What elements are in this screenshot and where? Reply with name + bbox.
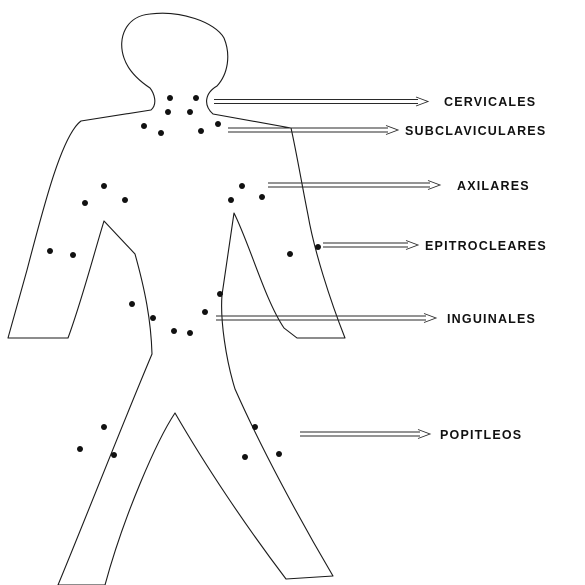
node-dot bbox=[315, 244, 321, 250]
node-dot bbox=[101, 424, 107, 430]
node-dot bbox=[129, 301, 135, 307]
label-subclaviculares: SUBCLAVICULARES bbox=[405, 124, 546, 138]
node-dot bbox=[171, 328, 177, 334]
node-dot bbox=[202, 309, 208, 315]
node-dot bbox=[193, 95, 199, 101]
inguinales-arrow bbox=[216, 314, 436, 323]
arrows bbox=[214, 97, 440, 439]
node-dot bbox=[217, 291, 223, 297]
node-dot bbox=[111, 452, 117, 458]
cervicales-arrow bbox=[214, 97, 428, 106]
node-dot bbox=[141, 123, 147, 129]
node-dot bbox=[101, 183, 107, 189]
epitrocleares-arrow bbox=[323, 241, 418, 250]
popitleos-arrow bbox=[300, 430, 430, 439]
node-dots bbox=[47, 95, 321, 460]
node-dot bbox=[77, 446, 83, 452]
node-dot bbox=[187, 330, 193, 336]
node-dot bbox=[158, 130, 164, 136]
axilares-arrow bbox=[268, 181, 440, 190]
node-dot bbox=[215, 121, 221, 127]
label-popitleos: POPITLEOS bbox=[440, 428, 522, 442]
node-dot bbox=[70, 252, 76, 258]
body-outline bbox=[8, 13, 345, 585]
labels: CERVICALES SUBCLAVICULARES AXILARES EPIT… bbox=[405, 95, 547, 442]
node-dot bbox=[122, 197, 128, 203]
node-dot bbox=[252, 424, 258, 430]
subclaviculares-arrow bbox=[228, 126, 398, 135]
label-cervicales: CERVICALES bbox=[444, 95, 536, 109]
node-dot bbox=[167, 95, 173, 101]
node-dot bbox=[165, 109, 171, 115]
node-dot bbox=[259, 194, 265, 200]
node-dot bbox=[242, 454, 248, 460]
label-axilares: AXILARES bbox=[457, 179, 530, 193]
node-dot bbox=[198, 128, 204, 134]
node-dot bbox=[187, 109, 193, 115]
node-dot bbox=[228, 197, 234, 203]
node-dot bbox=[47, 248, 53, 254]
node-dot bbox=[276, 451, 282, 457]
node-dot bbox=[287, 251, 293, 257]
label-epitrocleares: EPITROCLEARES bbox=[425, 239, 547, 253]
label-inguinales: INGUINALES bbox=[447, 312, 536, 326]
node-dot bbox=[239, 183, 245, 189]
node-dot bbox=[150, 315, 156, 321]
node-dot bbox=[82, 200, 88, 206]
